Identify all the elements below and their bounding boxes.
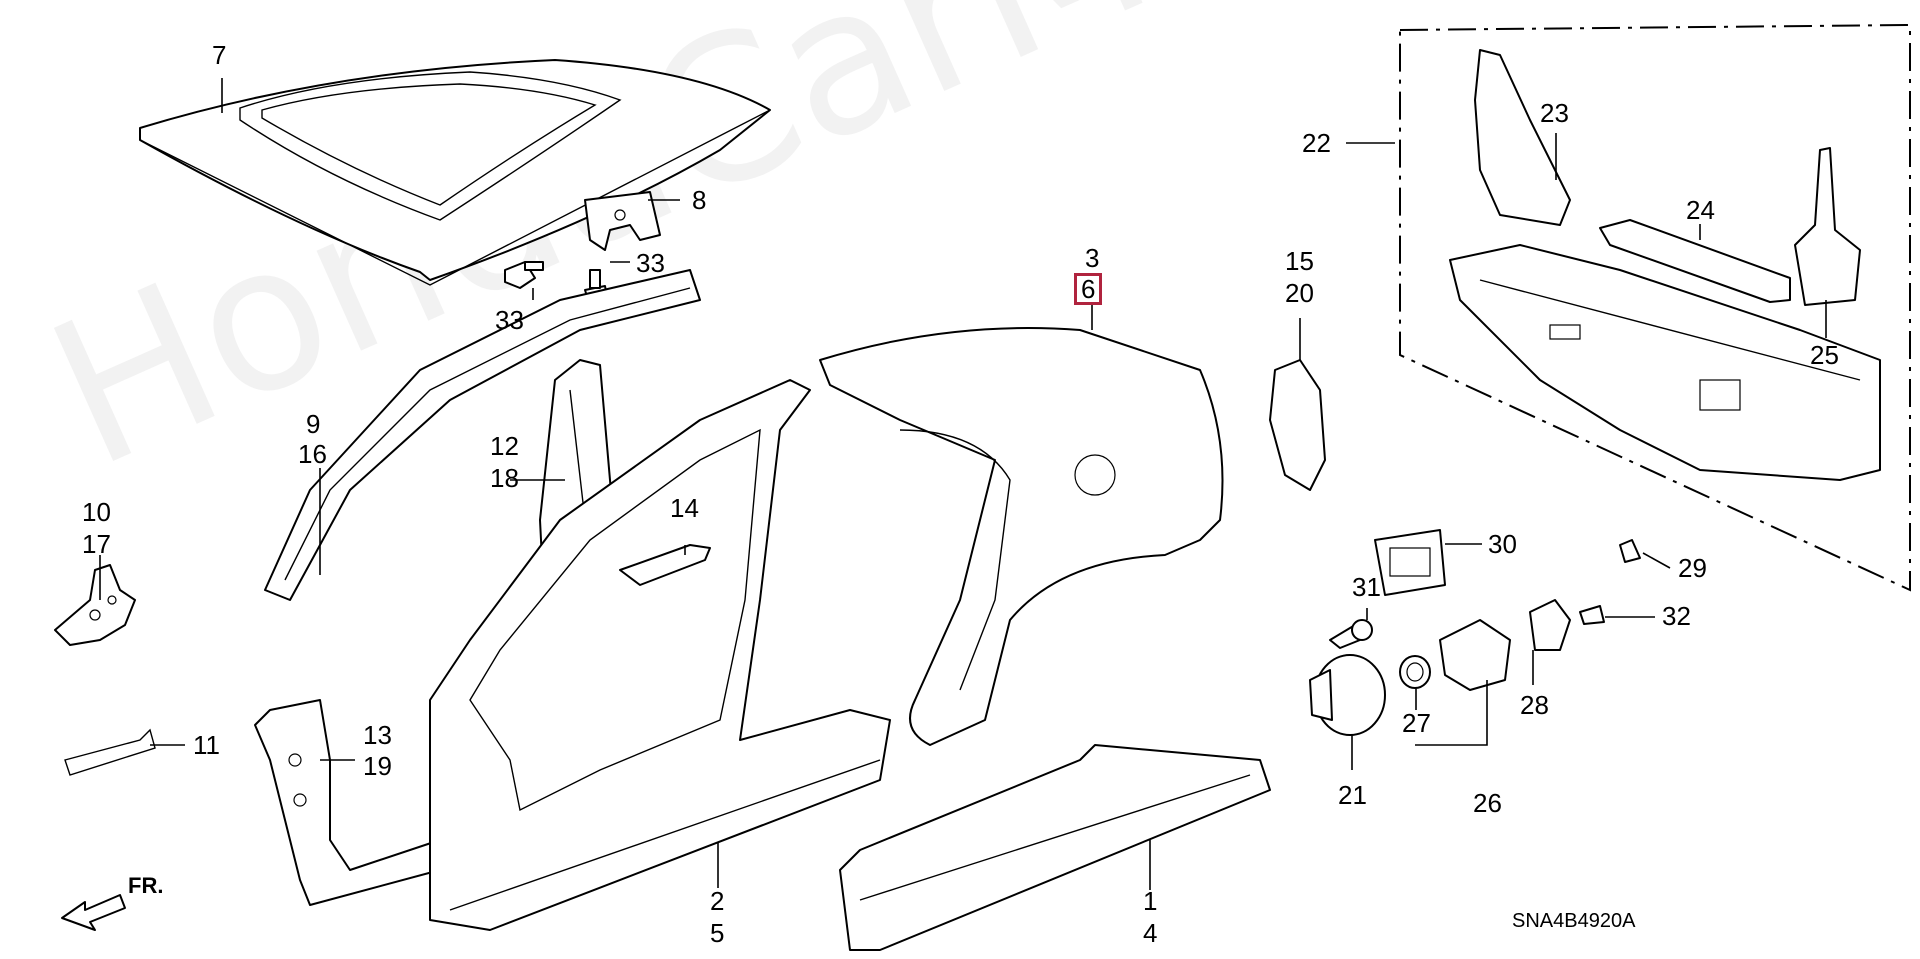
part-rear-panel-upper-left[interactable] <box>1474 49 1571 226</box>
callout-31[interactable]: 31 <box>1352 572 1381 602</box>
part-bolt-32[interactable] <box>1579 605 1605 625</box>
part-filler-base-26[interactable] <box>1439 619 1511 691</box>
part-roof-bracket[interactable] <box>584 191 661 251</box>
part-wire-bracket[interactable] <box>64 728 156 776</box>
callout-21[interactable]: 21 <box>1338 780 1367 810</box>
callout-29[interactable]: 29 <box>1678 553 1707 583</box>
callout-30[interactable]: 30 <box>1488 529 1517 559</box>
part-ring-27[interactable] <box>1399 655 1431 689</box>
callout-6-highlighted[interactable]: 6 <box>1074 273 1103 305</box>
part-actuator-28[interactable] <box>1529 599 1571 651</box>
callout-13[interactable]: 13 <box>363 720 392 750</box>
part-rear-panel-crossmember[interactable] <box>1599 219 1791 303</box>
callout-23[interactable]: 23 <box>1540 98 1569 128</box>
part-clip-29[interactable] <box>1619 539 1641 563</box>
part-small-bracket[interactable] <box>619 544 711 586</box>
callout-4[interactable]: 4 <box>1143 918 1158 948</box>
callout-24[interactable]: 24 <box>1686 195 1715 225</box>
callout-7[interactable]: 7 <box>212 40 227 70</box>
part-fuel-lid[interactable] <box>1309 654 1386 736</box>
front-direction-arrow-icon <box>61 894 126 931</box>
callout-22[interactable]: 22 <box>1302 128 1331 158</box>
part-rear-inner-bracket[interactable] <box>1269 359 1326 491</box>
part-side-sill[interactable] <box>839 744 1271 951</box>
part-roof[interactable] <box>139 59 771 286</box>
part-fuel-door-housing[interactable] <box>1374 529 1446 596</box>
callout-27[interactable]: 27 <box>1402 708 1431 738</box>
leader-lines <box>99 78 1827 890</box>
callout-14[interactable]: 14 <box>670 493 699 523</box>
callout-3[interactable]: 3 <box>1085 243 1100 273</box>
front-direction-label: FR. <box>128 873 164 898</box>
callout-1[interactable]: 1 <box>1143 886 1158 916</box>
callout-9[interactable]: 9 <box>306 409 321 439</box>
callout-17[interactable]: 17 <box>82 529 111 559</box>
part-bolt-31[interactable] <box>1329 619 1373 649</box>
part-roof-side-rail[interactable] <box>264 269 701 601</box>
part-front-bracket[interactable] <box>54 564 136 646</box>
callout-26[interactable]: 26 <box>1473 788 1502 818</box>
callout-18[interactable]: 18 <box>490 463 519 493</box>
part-rear-panel-upper-right[interactable] <box>1794 147 1861 306</box>
callout-5[interactable]: 5 <box>710 918 725 948</box>
callout-2[interactable]: 2 <box>710 886 725 916</box>
callout-15[interactable]: 15 <box>1285 246 1314 276</box>
callout-33-left[interactable]: 33 <box>495 305 524 335</box>
callout-33-right[interactable]: 33 <box>636 248 665 278</box>
bolt-33-left[interactable] <box>504 261 544 289</box>
diagram-code: SNA4B4920A <box>1512 910 1636 932</box>
part-front-pillar-inner[interactable] <box>254 699 441 906</box>
callout-19[interactable]: 19 <box>363 751 392 781</box>
part-rear-panel[interactable] <box>1449 244 1881 481</box>
part-rear-quarter-panel[interactable] <box>819 327 1224 746</box>
callout-16[interactable]: 16 <box>298 439 327 469</box>
part-side-panel-outer[interactable] <box>429 379 891 931</box>
rear-panel-group-frame <box>1399 23 1911 592</box>
callout-20[interactable]: 20 <box>1285 278 1314 308</box>
callout-11[interactable]: 11 <box>193 730 220 760</box>
callout-8[interactable]: 8 <box>692 185 707 215</box>
callout-32[interactable]: 32 <box>1662 601 1691 631</box>
callout-25[interactable]: 25 <box>1810 340 1839 370</box>
callout-10[interactable]: 10 <box>82 497 111 527</box>
callout-12[interactable]: 12 <box>490 431 519 461</box>
callout-28[interactable]: 28 <box>1520 690 1549 720</box>
